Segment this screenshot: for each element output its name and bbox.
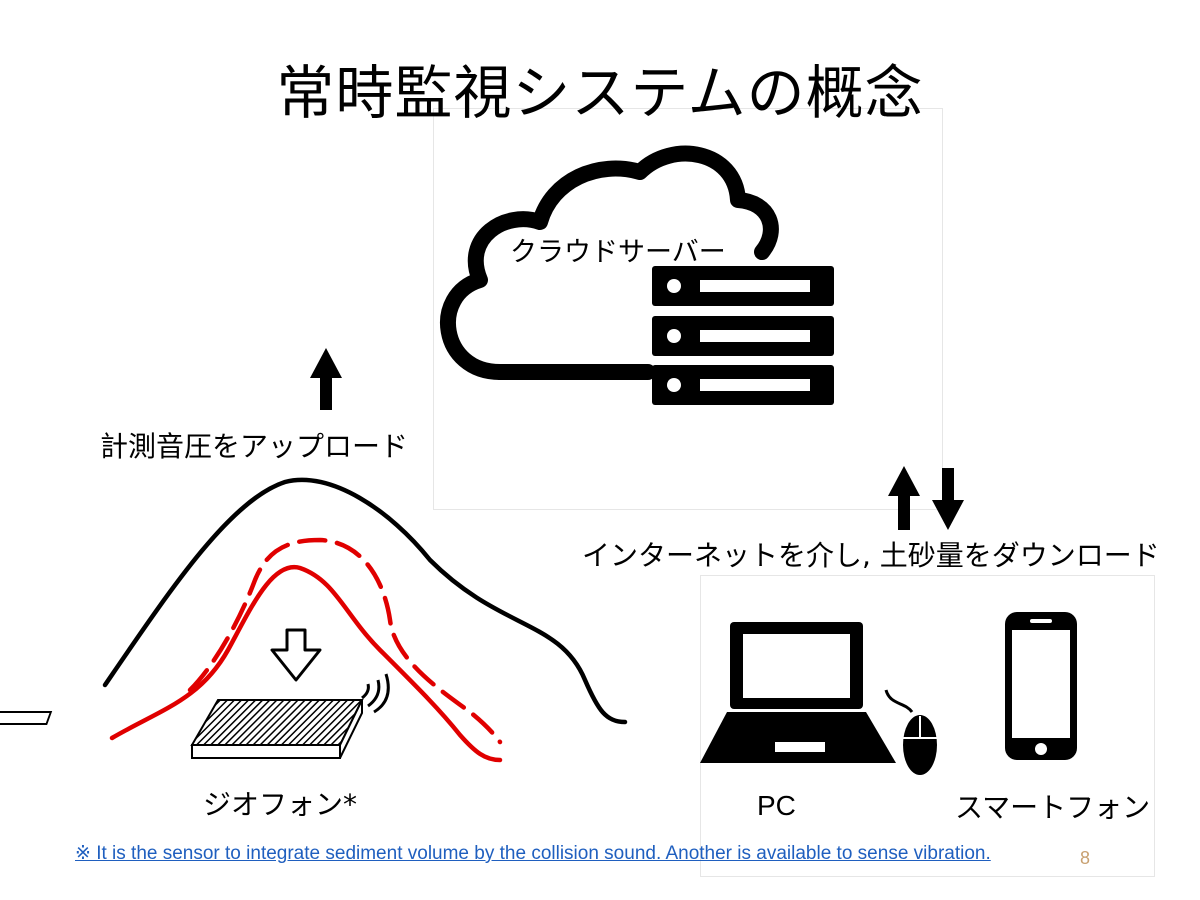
smartphone-icon <box>1005 612 1077 760</box>
cloud-panel <box>433 108 943 510</box>
upload-arrow-icon <box>310 348 342 410</box>
debris-flow-dashed-line <box>187 537 503 745</box>
up-arrow-icon <box>888 466 920 530</box>
page-title: 常時監視システムの概念 <box>276 59 924 127</box>
upload-label: 計測音圧をアップロード <box>100 430 409 463</box>
smartphone-label: スマートフォン <box>955 791 1151 824</box>
geophone-sensor-icon <box>0 673 390 759</box>
footnote-link[interactable]: ※ It is the sensor to integrate sediment… <box>75 843 991 864</box>
download-label: インターネットを介し, 土砂量をダウンロード <box>582 539 1160 572</box>
down-arrow-icon <box>932 468 964 530</box>
devices-panel <box>700 575 1155 877</box>
laptop-icon <box>700 622 896 763</box>
hollow-down-arrow-icon <box>270 628 322 682</box>
pc-label: PC <box>757 790 796 821</box>
mountain-outline <box>102 477 628 725</box>
mouse-icon <box>884 689 937 775</box>
server-icon <box>652 266 834 405</box>
sensor-label: ジオフォン* <box>203 788 358 821</box>
debris-flow-line <box>109 564 503 763</box>
cloud-server-label: クラウドサーバー <box>510 237 726 268</box>
cloud-icon <box>440 145 779 380</box>
page-number: 8 <box>1080 848 1091 868</box>
